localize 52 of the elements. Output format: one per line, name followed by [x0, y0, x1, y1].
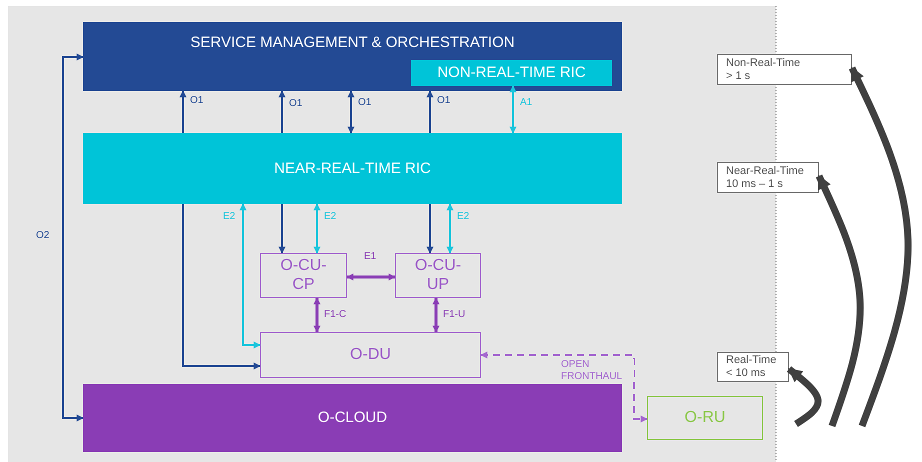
node-label: O-CU- UP [414, 257, 462, 294]
timescale-box [717, 54, 852, 85]
arrow [62, 54, 84, 422]
node-label: NEAR-REAL-TIME RIC [274, 160, 431, 178]
arrow [278, 204, 286, 254]
node-label: O-CLOUD [318, 409, 388, 427]
edge-label: F1-U [442, 309, 466, 320]
arrow [348, 90, 354, 134]
arrow [278, 90, 286, 133]
component-box [260, 332, 481, 378]
node-label: O-DU [350, 346, 391, 364]
timescale-text: Real-Time [726, 354, 776, 367]
ric-box [83, 133, 622, 204]
component-box [260, 253, 347, 298]
arrow [314, 297, 320, 333]
orchestration-box [83, 22, 622, 91]
radio-unit-box [647, 396, 763, 440]
timescale-text: Near-Real-Time [726, 164, 804, 178]
timescale-box [717, 162, 819, 193]
cloud-box [83, 384, 622, 452]
arrow [446, 203, 454, 254]
arrow [346, 274, 396, 280]
arrow [432, 297, 440, 333]
component-box [395, 253, 481, 298]
curved-arrow [786, 366, 822, 427]
arrow [182, 204, 261, 370]
edge-label: O1 [189, 95, 204, 106]
arrow [426, 204, 434, 254]
edge-label: OPEN FRONTHAUL [560, 359, 634, 382]
timescale-text: > 1 s [726, 70, 750, 82]
arrow [510, 85, 516, 134]
node-label: SERVICE MANAGEMENT & ORCHESTRATION [190, 34, 515, 52]
timescale-text: Non-Real-Time [726, 56, 800, 70]
edge-label: O1 [288, 98, 304, 110]
edge-label: F1-C [323, 309, 348, 320]
edge-label: O1 [436, 95, 452, 106]
arrow [480, 352, 648, 422]
arrow [240, 203, 261, 348]
timescale-text: < 10 ms [726, 367, 766, 380]
curved-arrow [848, 66, 912, 428]
edge-label: O1 [357, 97, 372, 108]
arrow [180, 90, 186, 133]
node-label: NON-REAL-TIME RIC [437, 64, 586, 82]
curved-arrow [816, 174, 864, 428]
node-label: O-RU [684, 408, 726, 428]
node-label: O-CU- CP [279, 257, 328, 294]
arrow [426, 90, 434, 133]
edge-label: O2 [35, 230, 50, 242]
timescale-text: 10 ms – 1 s [726, 178, 783, 190]
ric-box [411, 60, 612, 86]
timescale-box [717, 352, 789, 382]
arrow [314, 203, 320, 254]
